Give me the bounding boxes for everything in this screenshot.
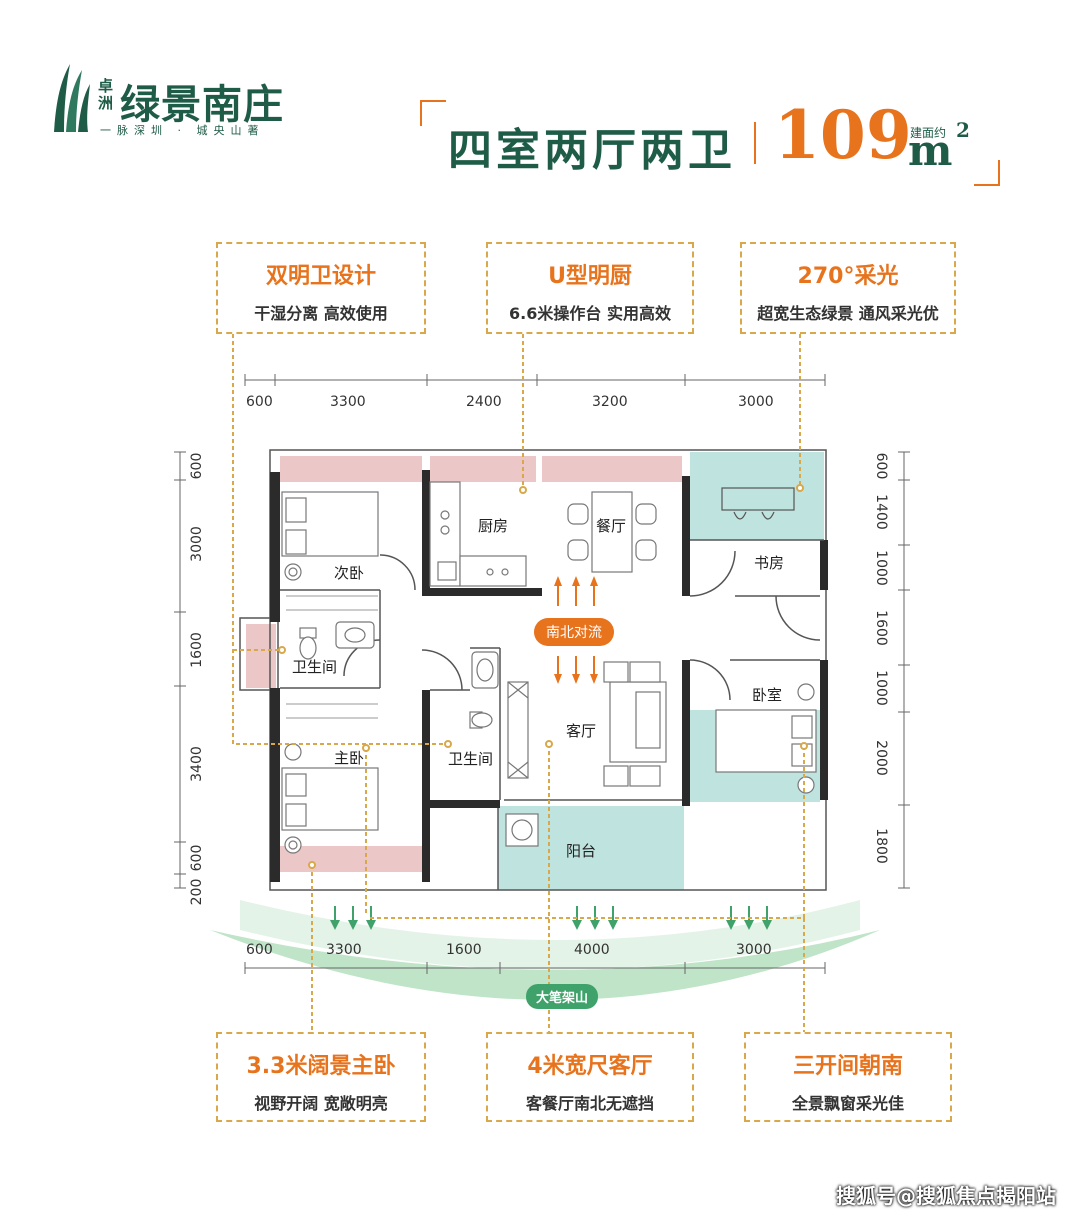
area-number: 109 [774,96,912,174]
airflow-arrows [554,576,598,684]
dim-right-600: 600 [873,452,889,480]
room-master-bedroom: 主卧 [334,749,365,767]
room-balcony: 阳台 [566,842,597,860]
room-kitchen: 厨房 [478,517,509,535]
dim-top-2400: 2400 [466,394,502,410]
dim-line-bottom [244,962,826,974]
title-divider [754,122,756,164]
dim-right-1800: 1800 [873,828,889,864]
feature-subtitle: 超宽生态绿景 通风采光优 [757,304,939,323]
room-study: 书房 [754,554,785,572]
feature-subtitle: 客餐厅南北无遮挡 [525,1094,654,1113]
dim-top-3000: 3000 [738,394,774,410]
dim-left-600: 600 [189,452,205,480]
dim-left-3000: 3000 [189,526,205,562]
dim-bottom-3000: 3000 [736,942,772,958]
room-bathroom-1: 卫生间 [292,658,338,676]
dim-left-3400: 3400 [189,746,205,782]
feature-box-living-room: 4米宽尺客厅 客餐厅南北无遮挡 [486,1032,694,1122]
dim-left-1600: 1600 [189,632,205,668]
window-sill-kitchen [430,456,536,482]
window-sill-bath [246,624,276,688]
dim-right-2000: 2000 [873,740,889,776]
study-bay [690,452,824,540]
dim-bottom-1600: 1600 [446,942,482,958]
window-sill-dining [542,456,682,482]
dim-right-1600: 1600 [873,610,889,646]
room-dining: 餐厅 [596,517,627,535]
feature-box-u-kitchen: U型明厨 6.6米操作台 实用高效 [486,242,694,334]
view-arrows [330,906,772,930]
dim-bottom-3300: 3300 [326,942,362,958]
dim-right-1400: 1400 [873,494,889,530]
watermark: 搜狐号@搜狐焦点揭阳站 [836,1184,1056,1208]
mountain-label: 大笔架山 [526,984,599,1009]
logo-brand-small: 卓洲 [98,77,114,112]
dim-bottom-600: 600 [246,942,273,958]
area-prefix: 建面约 [910,126,947,140]
room-bedroom: 卧室 [752,686,783,704]
feature-title: 双明卫设计 [265,264,376,289]
room-bathroom-2: 卫生间 [448,750,494,768]
logo-mark-icon [54,64,90,132]
feature-title: 三开间朝南 [792,1054,903,1079]
feature-box-south-facing: 三开间朝南 全景飘窗采光佳 [744,1032,952,1122]
feature-title: U型明厨 [548,264,632,289]
title-corner-top-left [420,100,446,126]
feature-subtitle: 6.6米操作台 实用高效 [509,304,671,323]
view-arc [210,930,880,1000]
dim-bottom-4000: 4000 [574,942,610,958]
feature-title: 270°采光 [797,264,899,289]
room-living: 客厅 [566,722,597,740]
dim-line-top [244,374,826,386]
dim-left-200: 200 [189,878,205,906]
feature-title: 3.3米阔景主卧 [246,1054,396,1079]
dim-top-600: 600 [246,394,273,410]
feature-subtitle: 干湿分离 高效使用 [254,304,388,323]
room-second-bedroom: 次卧 [334,564,365,582]
feature-box-270-light: 270°采光 超宽生态绿景 通风采光优 [740,242,956,334]
feature-subtitle: 视野开阔 宽敞明亮 [254,1094,388,1113]
window-sill-master [280,846,422,872]
dim-right-1000b: 1000 [873,670,889,706]
dim-top-3200: 3200 [592,394,628,410]
view-arc-light [240,900,860,970]
feature-subtitle: 全景飘窗采光佳 [791,1094,904,1113]
feature-box-double-bath: 双明卫设计 干湿分离 高效使用 [216,242,426,334]
layout-title: 四室两厅两卫 [448,125,736,176]
logo-slogan: 一脉深圳 · 城央山著 [100,124,265,137]
logo-project-name: 绿景南庄 [120,82,284,128]
feature-title: 4米宽尺客厅 [527,1054,653,1079]
dim-line-left [174,451,186,889]
area-unit: m [908,126,953,175]
dim-right-1000: 1000 [873,550,889,586]
airflow-label: 南北对流 [534,618,614,646]
area-unit-superscript: 2 [956,118,970,142]
feature-box-master-bedroom: 3.3米阔景主卧 视野开阔 宽敞明亮 [216,1032,426,1122]
window-sill-second-bedroom [280,456,422,482]
title-corner-bottom-right [974,160,1000,186]
dim-line-right [898,451,910,889]
dim-top-3300: 3300 [330,394,366,410]
